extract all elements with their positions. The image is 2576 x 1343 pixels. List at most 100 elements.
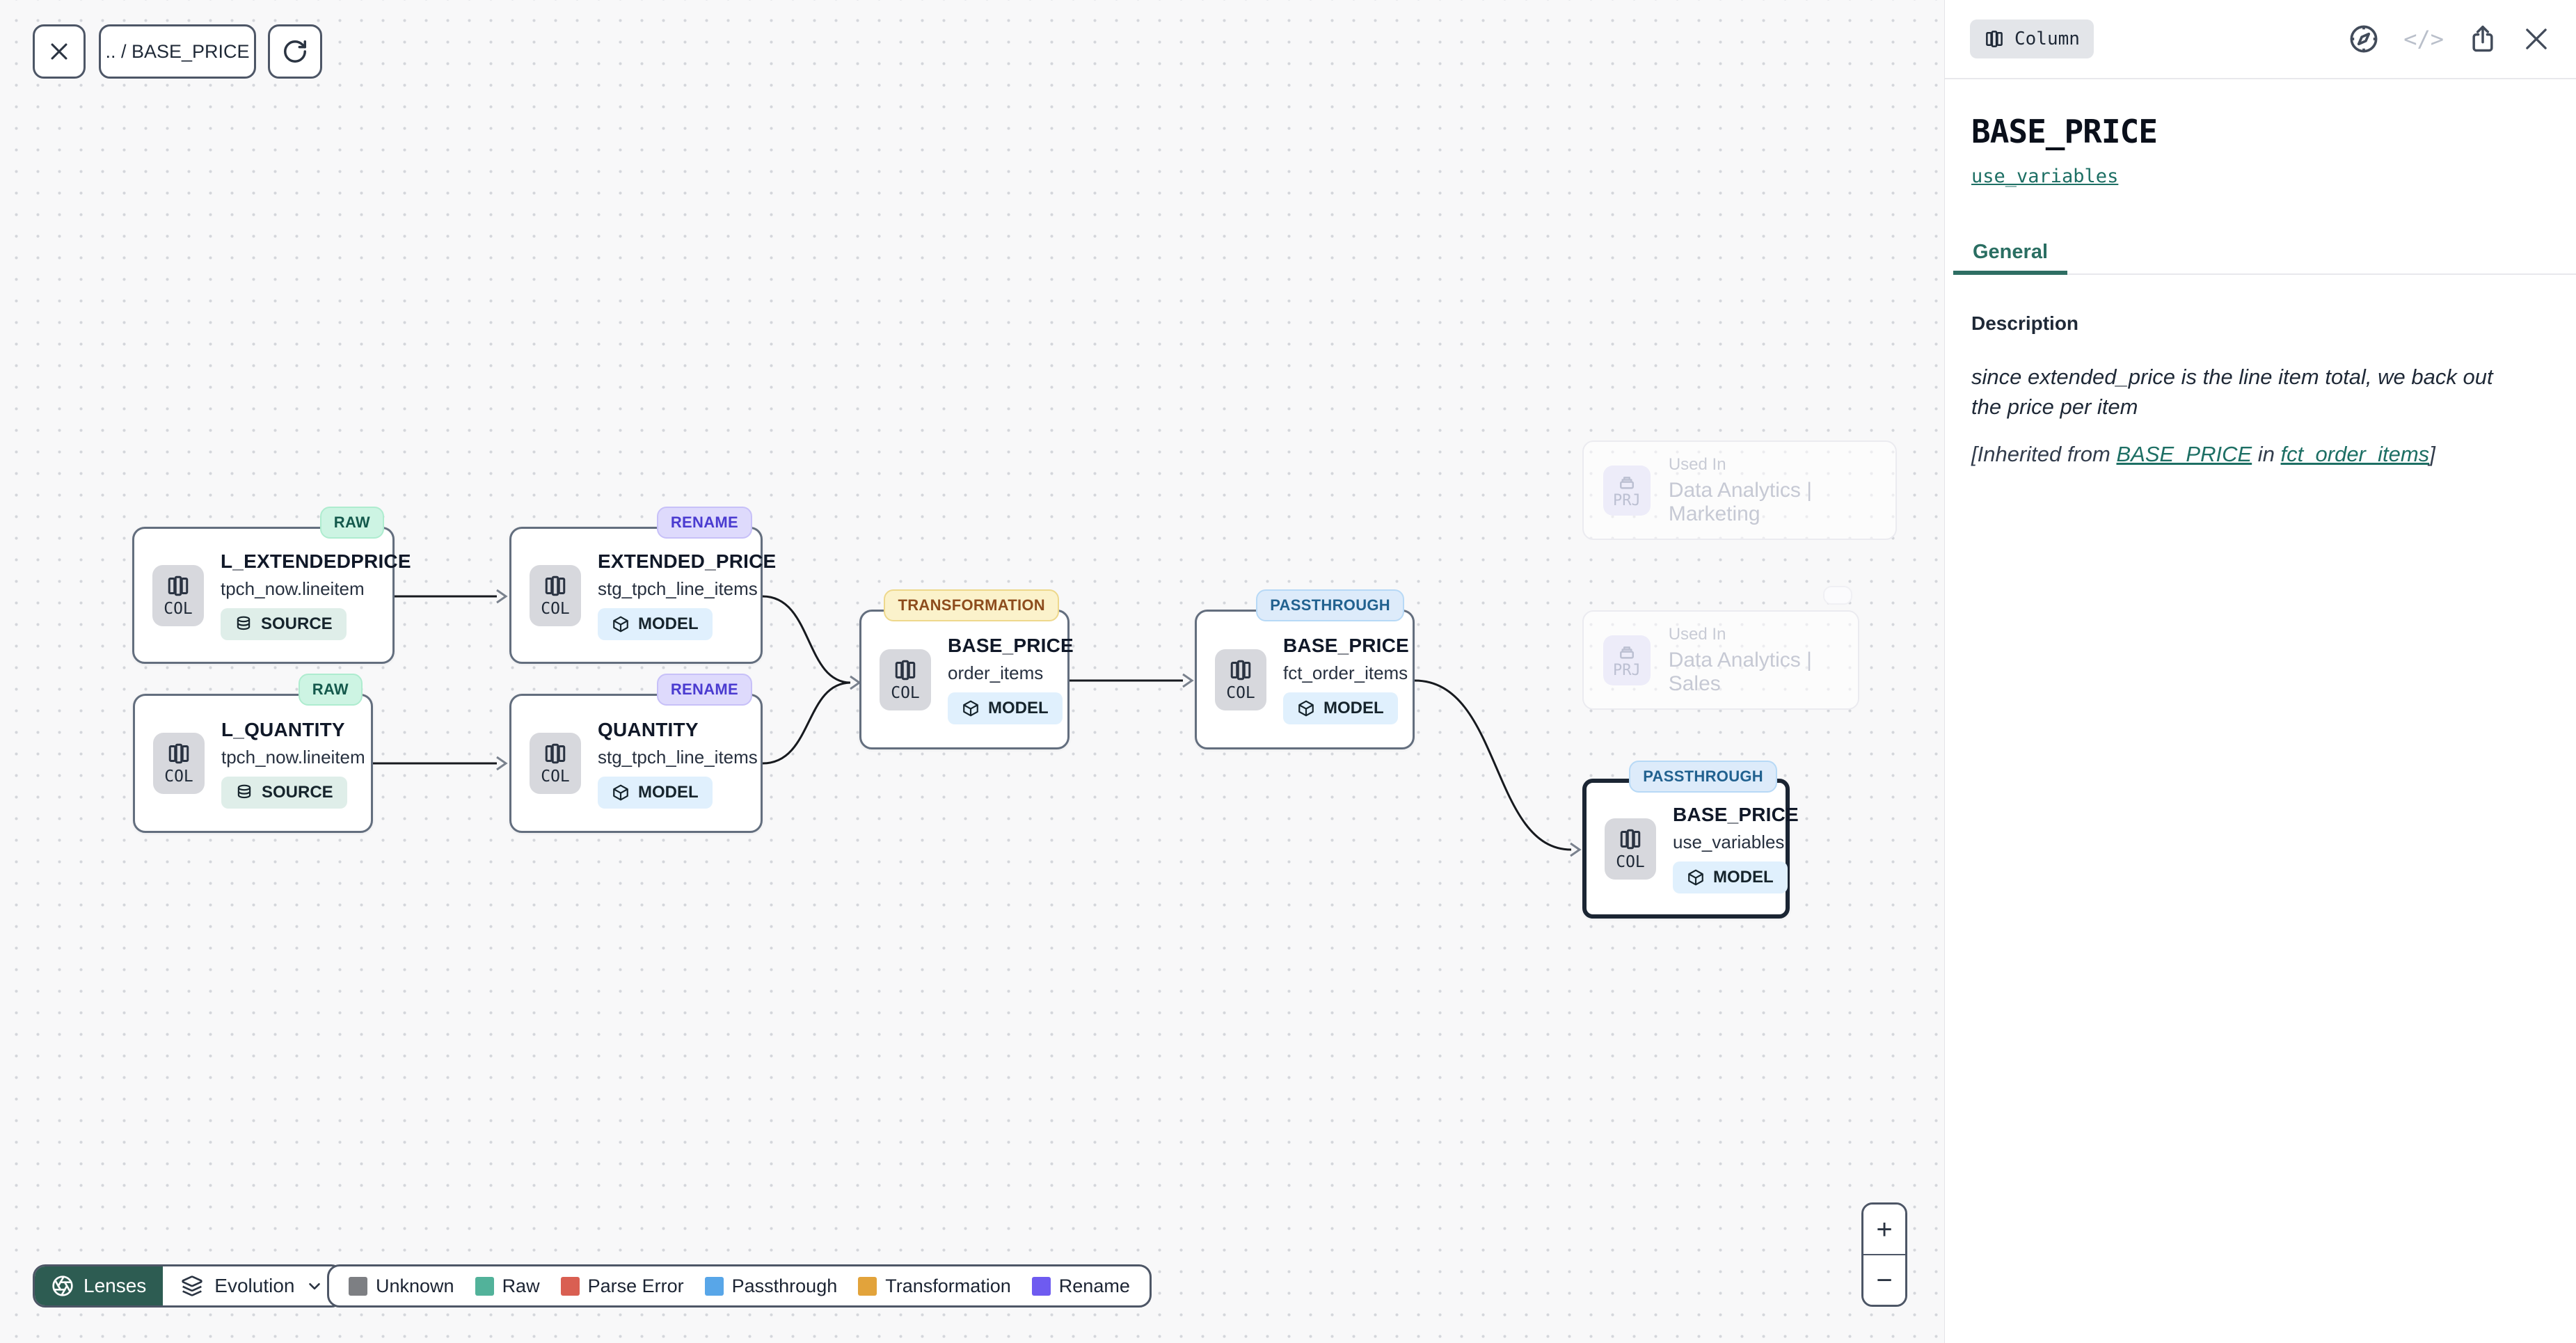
legend-label: Transformation: [885, 1275, 1011, 1296]
database-icon: [237, 784, 251, 798]
used-in-marketing-node[interactable]: PRJ Used In Data Analytics | Marketing: [1582, 440, 1897, 540]
layers-icon: [182, 1276, 202, 1296]
breadcrumb[interactable]: .. / BASE_PRICE: [99, 24, 256, 79]
legend-item-rename: Rename: [1031, 1275, 1130, 1297]
status-badge: TRANSFORMATION: [884, 589, 1059, 621]
columns-icon: [545, 743, 566, 764]
status-badge: PASSTHROUGH: [1629, 761, 1777, 793]
node-subtitle: tpch_now.lineitem: [221, 578, 365, 599]
close-panel-button[interactable]: [2522, 24, 2551, 54]
node-title: QUANTITY: [598, 718, 699, 740]
status-badge: RAW: [298, 674, 363, 706]
node-kind-chip: MODEL: [1673, 861, 1788, 893]
col-label: COL: [891, 683, 920, 702]
lenses-control: Lenses Evolution: [33, 1264, 344, 1308]
lens-mode-dropdown[interactable]: Evolution: [163, 1266, 342, 1305]
description-label: Description: [1971, 312, 2079, 334]
legend-swatch: [1031, 1276, 1051, 1296]
explore-lineage-button[interactable]: [2348, 23, 2380, 55]
node-base-price-fct-order-items[interactable]: PASSTHROUGH COL BASE_PRICE fct_order_ite…: [1195, 589, 1415, 749]
legend-item-unknown: Unknown: [349, 1276, 454, 1297]
node-kind-label: MODEL: [638, 614, 699, 633]
legend-label: Unknown: [376, 1275, 454, 1296]
legend-label: Rename: [1058, 1275, 1130, 1296]
model-link[interactable]: use_variables: [1971, 166, 2119, 187]
status-badge: RENAME: [656, 507, 752, 539]
inherited-suffix: ]: [2429, 441, 2435, 466]
refresh-button[interactable]: [268, 24, 322, 79]
node-kind-chip: MODEL: [598, 776, 713, 809]
node-subtitle: stg_tpch_line_items: [598, 578, 758, 599]
node-title: BASE_PRICE: [948, 635, 1074, 656]
model-cube-icon: [1688, 869, 1703, 886]
used-in-name: Data Analytics | Sales: [1668, 648, 1812, 695]
columns-icon: [545, 575, 566, 596]
node-l-quantity[interactable]: RAW COL L_QUANTITY tpch_now.lineitem SOU…: [133, 674, 373, 833]
node-extended-price[interactable]: RENAME COL EXTENDED_PRICE stg_tpch_line_…: [509, 507, 776, 664]
share-button[interactable]: [2467, 24, 2498, 54]
inherited-column-link[interactable]: BASE_PRICE: [2116, 441, 2252, 466]
node-kind-chip: MODEL: [598, 608, 713, 640]
inherited-note: [Inherited from BASE_PRICE in fct_order_…: [1971, 442, 2550, 467]
model-cube-icon: [613, 784, 628, 800]
used-in-label: Used In: [1668, 454, 1726, 474]
panel-body: BASE_PRICE use_variables General Descrip…: [1945, 113, 2576, 467]
node-kind-label: MODEL: [1323, 699, 1384, 717]
column-icon-box: COL: [530, 733, 581, 794]
legend-swatch: [349, 1276, 367, 1296]
zoom-in-button[interactable]: +: [1863, 1205, 1905, 1255]
lenses-button[interactable]: Lenses: [35, 1266, 164, 1305]
node-title: BASE_PRICE: [1673, 804, 1799, 825]
faded-badge-pill: [1823, 586, 1852, 605]
inherited-model-link[interactable]: fct_order_items: [2280, 441, 2430, 466]
node-kind-chip: MODEL: [1283, 692, 1398, 724]
zoom-controls: + −: [1861, 1202, 1907, 1307]
columns-icon: [1620, 829, 1641, 849]
column-icon-box: COL: [1215, 649, 1266, 710]
close-canvas-button[interactable]: [33, 24, 86, 79]
status-badge: RENAME: [656, 674, 752, 706]
page-title: BASE_PRICE: [1971, 113, 2158, 150]
node-title: L_EXTENDEDPRICE: [221, 550, 411, 572]
status-badge: PASSTHROUGH: [1256, 589, 1404, 621]
compass-icon: [2350, 25, 2378, 53]
node-kind-chip: SOURCE: [221, 608, 347, 640]
legend-label: Raw: [502, 1275, 540, 1296]
node-subtitle: order_items: [948, 662, 1044, 683]
used-in-name: Data Analytics | Marketing: [1668, 478, 1813, 525]
node-kind-label: SOURCE: [262, 782, 333, 802]
node-kind-label: MODEL: [988, 699, 1049, 717]
node-l-extendedprice[interactable]: RAW COL L_EXTENDEDPRICE tpch_now.lineite…: [132, 507, 411, 664]
view-code-button[interactable]: </>: [2403, 26, 2444, 52]
panel-header: Column </>: [1945, 0, 2576, 79]
column-icon-box: COL: [153, 733, 205, 794]
chip-label: Column: [2014, 29, 2080, 49]
model-cube-icon: [613, 616, 628, 633]
close-icon: [2526, 29, 2547, 49]
zoom-out-button[interactable]: −: [1863, 1255, 1905, 1305]
legend-swatch: [704, 1276, 724, 1296]
col-label: COL: [1226, 683, 1255, 702]
chevron-down-icon: [309, 1282, 321, 1290]
node-subtitle: tpch_now.lineitem: [221, 746, 365, 768]
legend-swatch: [475, 1276, 494, 1296]
node-base-price-use-variables[interactable]: PASSTHROUGH COL BASE_PRICE use_variables…: [1582, 761, 1799, 919]
legend-item-raw: Raw: [475, 1276, 540, 1297]
refresh-icon: [284, 40, 306, 63]
breadcrumb-label: .. / BASE_PRICE: [105, 40, 250, 62]
columns-icon: [1230, 660, 1251, 680]
model-cube-icon: [1298, 700, 1314, 717]
lineage-canvas[interactable]: .. / BASE_PRICE RAW COL L_EXTENDEDPRICE …: [0, 0, 1944, 1343]
col-label: COL: [1616, 852, 1645, 871]
col-label: COL: [164, 599, 193, 618]
node-quantity[interactable]: RENAME COL QUANTITY stg_tpch_line_items …: [509, 674, 763, 833]
legend-label: Parse Error: [587, 1275, 684, 1296]
column-type-chip: Column: [1970, 19, 2094, 58]
node-title: L_QUANTITY: [221, 718, 345, 740]
tab-general[interactable]: General: [1953, 233, 2067, 275]
column-icon-box: COL: [1605, 818, 1656, 880]
used-in-sales-node[interactable]: PRJ Used In Data Analytics | Sales: [1582, 610, 1859, 710]
node-base-price-order-items[interactable]: TRANSFORMATION COL BASE_PRICE order_item…: [859, 589, 1074, 749]
panel-actions: </>: [2348, 23, 2551, 55]
